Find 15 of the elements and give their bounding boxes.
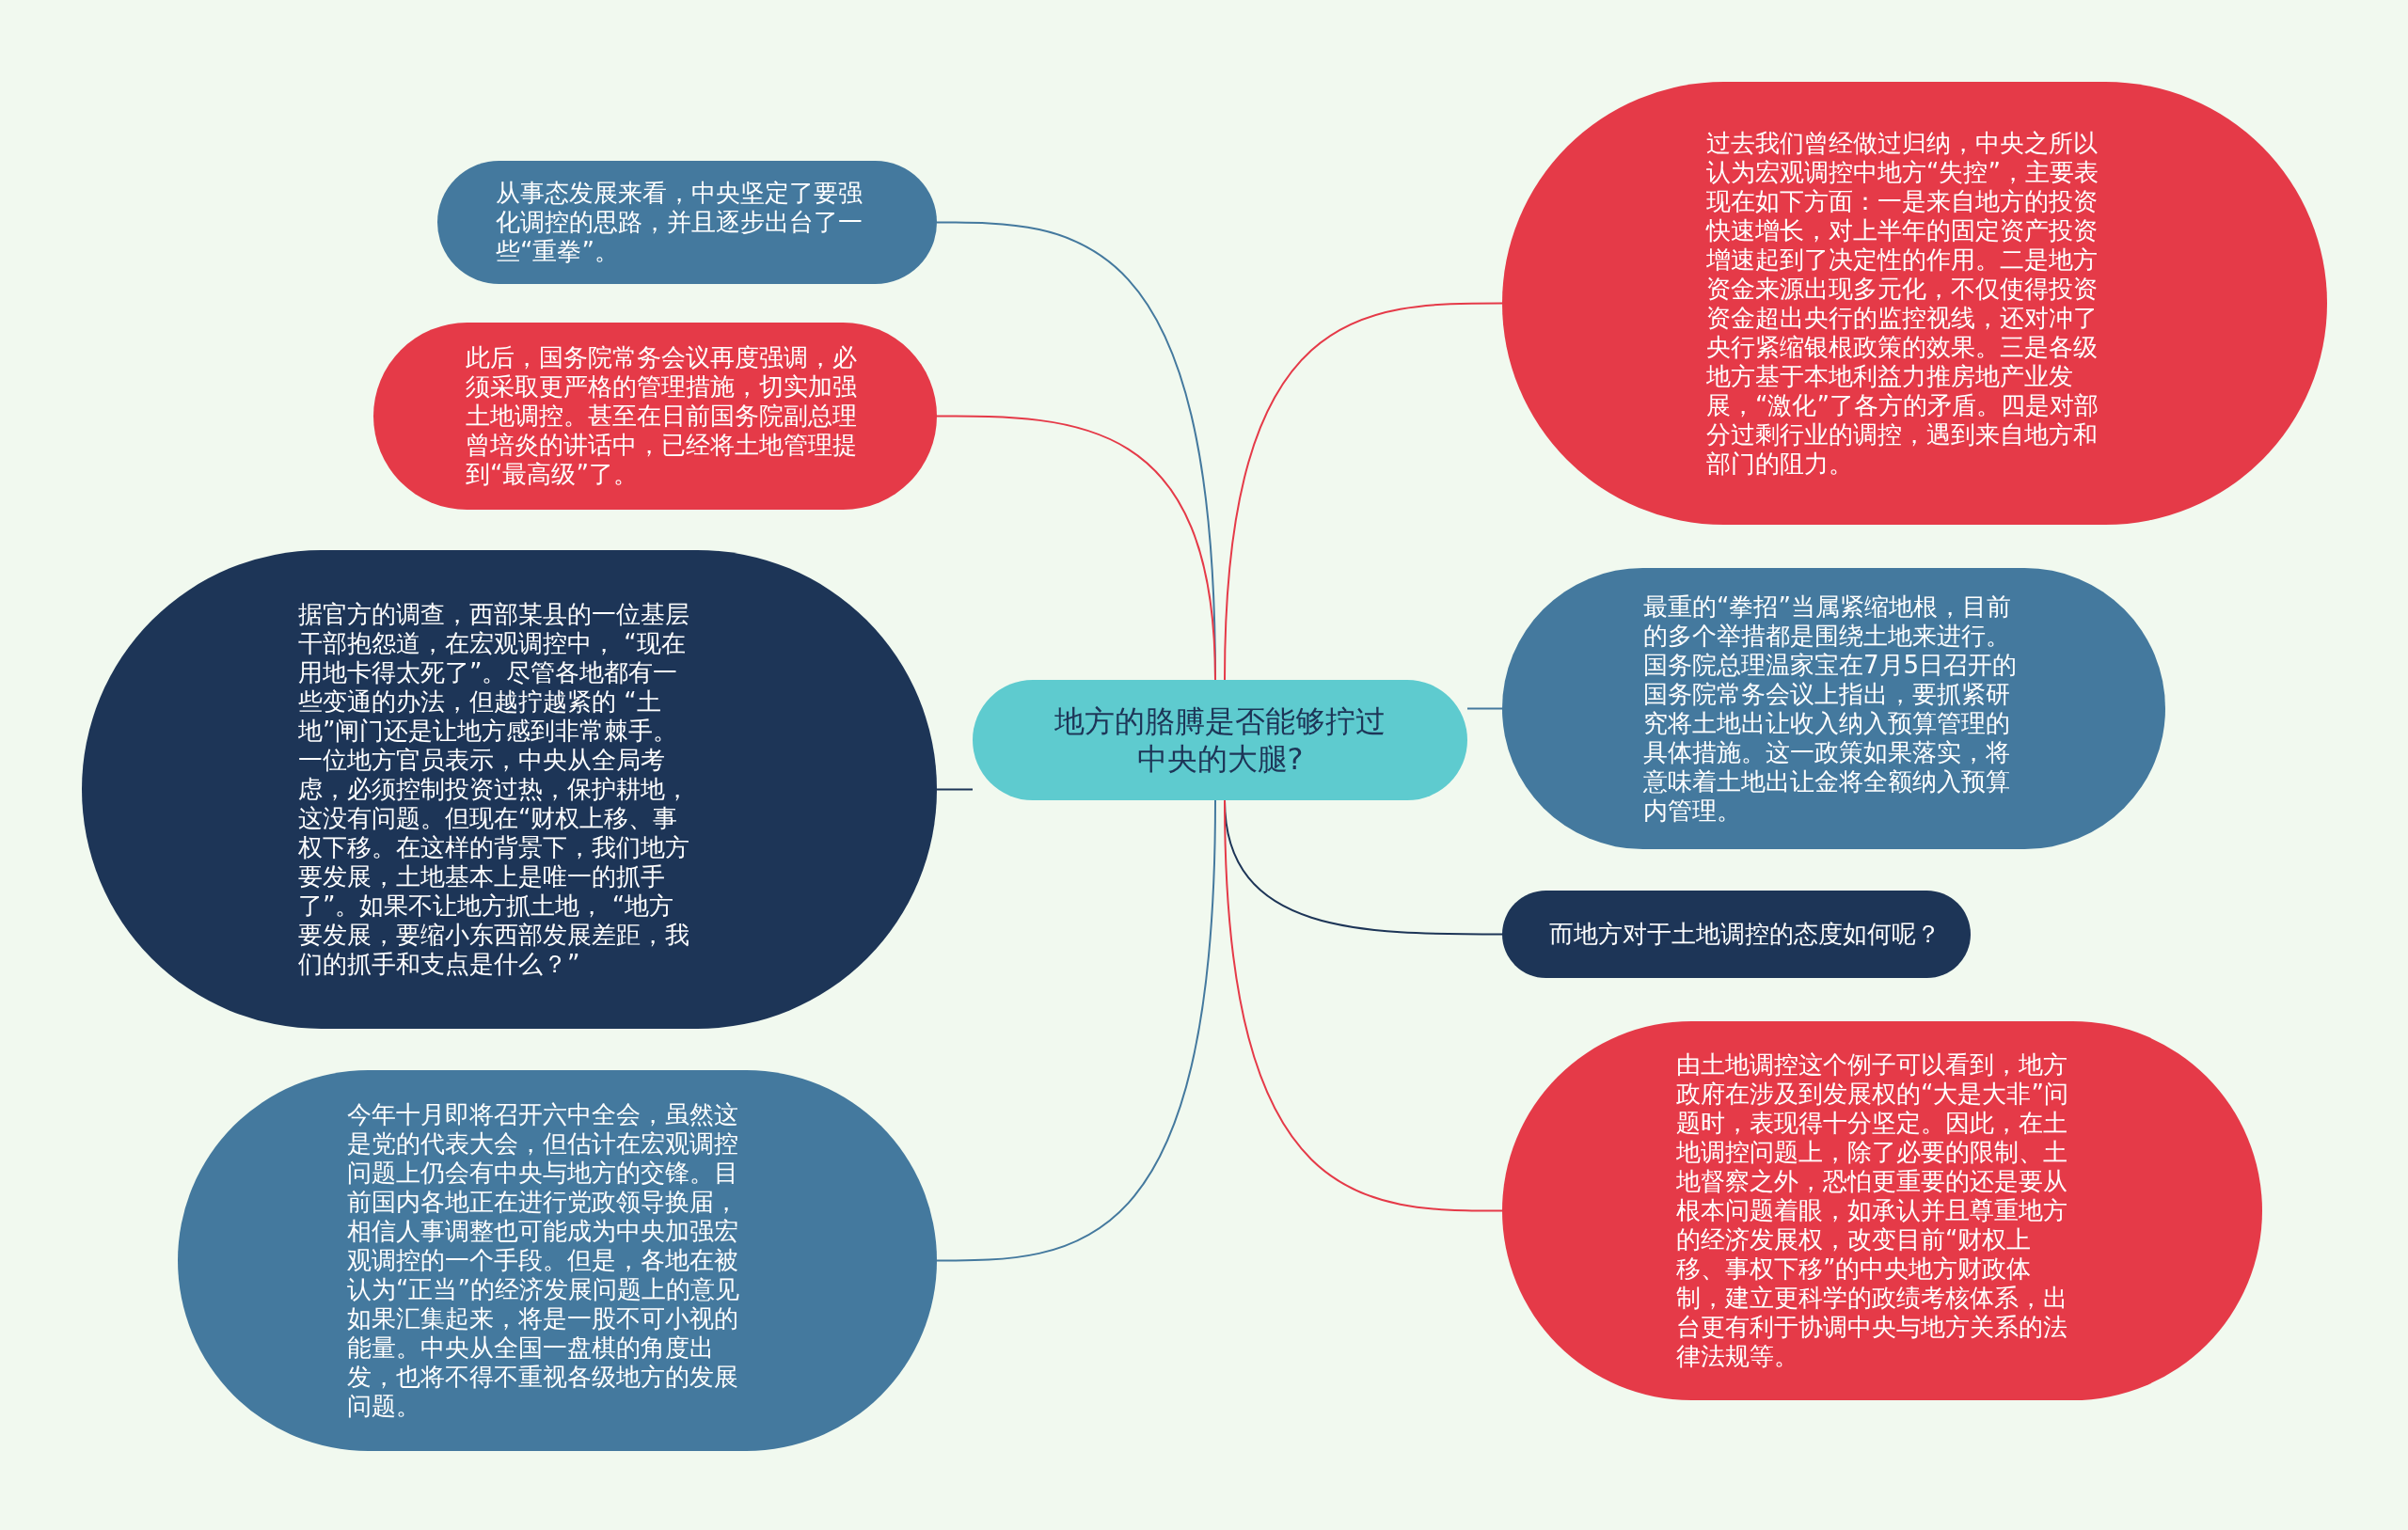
- topic-text: 而地方对于土地调控的态度如何呢？: [1549, 920, 1941, 949]
- topic-text: 今年十月即将召开六中全会，虽然这是党的代表大会，但估计在宏观调控问题上仍会有中央与地方的交锋。目前国内各地正在进行党政领导换届，相信人事调整也可能成为中央加强宏观调控的一个手段。但是，各地在被认为“正当”的经济发展问题上的意见如果汇集起来，将是一股不可小视的能量。中央从全国一盘棋的角度出发，也将不得不重视各级地方的发展问题。: [347, 1100, 740, 1421]
- central-topic-text: 地方的胳膊是否能够拧过中央的大腿?: [1054, 702, 1386, 778]
- connector-line: [936, 788, 974, 791]
- topic-text: 据官方的调查，西部某县的一位基层干部抱怨道，在宏观调控中， “现在用地卡得太死了”。尽管各地都有一些变通的办法，但越拧越紧的 “土地”闸门还是让地方感到非常棘手。一位地方官员表示，中央从全局考虑，必须控制投资过热，保护耕地，这没有问题。但现在“财权上移、事权下移。在这样的背景下，我们地方要发展，土地基本上是唯一的抓手了”。如果不让地方抓土地， “地方要发展，要缩小东西部发展差距，我们的抓手和支点是什么？”: [298, 600, 690, 979]
- topic-text: 此后，国务院常务会议再度强调，必须采取更严格的管理措施，切实加强土地调控。甚至在日前国务院副总理曾培炎的讲话中，已经将土地管理提到“最高级”了。: [466, 343, 858, 489]
- topic-text: 最重的“拳招”当属紧缩地根，目前的多个举措都是围绕土地来进行。国务院总理温家宝在7月5日召开的国务院常务会议上指出，要抓紧研究将土地出让收入纳入预算管理的具体措施。这一政策如果落实，将意味着土地出让金将全额纳入预算内管理。: [1643, 591, 2019, 826]
- topic-text: 从事态发展来看，中央坚定了要强化调控的思路，并且逐步出台了一些“重拳”。: [496, 179, 863, 266]
- topic-text: 过去我们曾经做过归纳，中央之所以认为宏观调控中地方“失控”，主要表现在如下方面：一是来自地方的投资快速增长，对上半年的固定资产投资增速起到了决定性的作用。二是地方资金来源出现多元化，不仅使得投资资金超出央行的监控视线，还对冲了央行紧缩银根政策的效果。三是各级地方基于本地利益力推房地产业发展，“激化”了各方的矛盾。四是对部分过剩行业的调控，遇到来自地方和部门的阻力。: [1706, 128, 2099, 479]
- connector-line: [936, 799, 1216, 1262]
- topic-text: 由土地调控这个例子可以看到，地方政府在涉及到发展权的“大是大非”问题时，表现得十分坚定。因此，在土地调控问题上，除了必要的限制、土地督察之外，恐怕更重要的还是要从根本问题着眼，如承认并且尊重地方的经济发展权，改变目前“财权上移、事权下移”的中央地方财政体制，建立更科学的政绩考核体系，出台更有利于协调中央与地方关系的法律法规等。: [1676, 1050, 2069, 1371]
- connector-line: [1466, 707, 1503, 710]
- connector-line: [1224, 302, 1503, 681]
- connector-line: [1224, 799, 1503, 1212]
- connector-line: [936, 415, 1216, 681]
